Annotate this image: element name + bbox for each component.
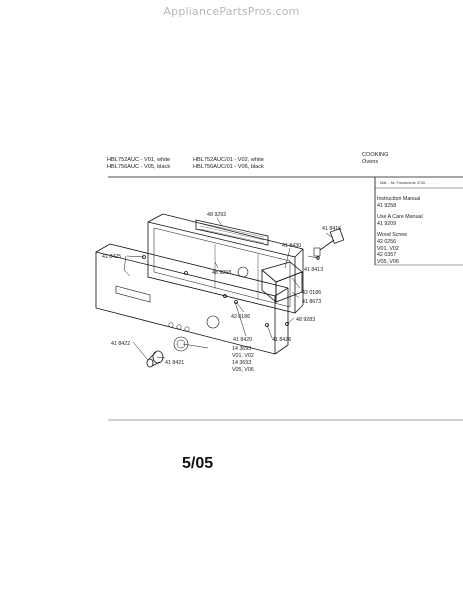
side-item-value: 42 0357	[377, 252, 397, 259]
side-item-title: Wood Screw	[377, 232, 407, 239]
model-list-left: HBL752AUC - V01, white HBL756AUC - V05, …	[107, 157, 170, 171]
part-label: 14 3693	[232, 360, 251, 366]
control-knob	[146, 350, 164, 368]
part-label: 41 8420	[233, 337, 252, 343]
part-label: 41 8413	[304, 267, 323, 273]
part-label: 42 0186	[302, 290, 321, 296]
part-label: 48 9268	[212, 270, 231, 276]
switch-part	[313, 228, 345, 257]
part-label: 48 9292	[207, 212, 226, 218]
part-label: 41 8430	[282, 243, 301, 249]
side-column-header: Mat. - Nr. Fonds/ords 3740 . . . . . .	[380, 181, 438, 185]
model-list-mid: HBL752AUC/01 - V02, white HBL756AUC/01 -…	[193, 157, 264, 171]
part-label: 41 8425	[102, 254, 121, 260]
knob-opening	[206, 315, 220, 329]
vent-grille	[195, 219, 269, 246]
display-window	[115, 285, 151, 303]
model-line: HBL756AUC/01 - V06, black	[193, 164, 264, 170]
side-item-value: V05, V06	[377, 258, 399, 265]
model-line: HBL756AUC - V05, black	[107, 164, 171, 170]
side-item-title: Instruction Manual	[377, 196, 421, 202]
category-subtitle: Ovens	[362, 159, 379, 165]
category-label: COOKING Ovens	[362, 152, 388, 166]
part-label: V01, V02	[232, 353, 254, 359]
back-frame	[147, 213, 304, 314]
model-line: HBL752AUC/01 - V02, white	[193, 157, 264, 163]
side-item-value: 42 0256	[377, 238, 397, 245]
side-item-value: 41 9258	[377, 202, 397, 209]
part-label: 14 3693	[232, 346, 251, 352]
button	[184, 326, 190, 332]
part-label: 41 8421	[165, 360, 184, 366]
switch-housing	[261, 261, 303, 303]
model-line: HBL752AUC - V01, white	[107, 157, 171, 163]
side-item-value: V01, V02	[377, 245, 399, 252]
watermark: AppliancePartsPros.com	[163, 5, 300, 18]
part-label: V05, V06	[232, 367, 254, 373]
side-item-title: Use A Care Manual	[377, 214, 423, 221]
knob-bezel	[173, 336, 189, 352]
part-label: 41 8673	[302, 299, 321, 305]
leader-lines	[123, 217, 334, 361]
part-label: 41 8422	[111, 341, 130, 347]
part-label: 41 8416	[322, 226, 341, 232]
screw	[142, 255, 320, 327]
part-label: 41 8426	[272, 337, 291, 343]
button	[168, 322, 174, 328]
part-label: 42 0186	[231, 314, 250, 320]
part-label: 48 9283	[296, 317, 315, 323]
category-title: COOKING	[362, 152, 389, 158]
button	[176, 324, 182, 330]
side-item-value: 41 9209	[377, 220, 397, 227]
side-parts-list: Instruction Manual 41 9258 Use A Care Ma…	[377, 196, 423, 265]
page-number: 5/05	[182, 455, 214, 472]
part-labels: 48 9292 41 8425 48 9268 41 8430 41 8416 …	[102, 212, 341, 373]
frame-opening	[237, 266, 249, 278]
